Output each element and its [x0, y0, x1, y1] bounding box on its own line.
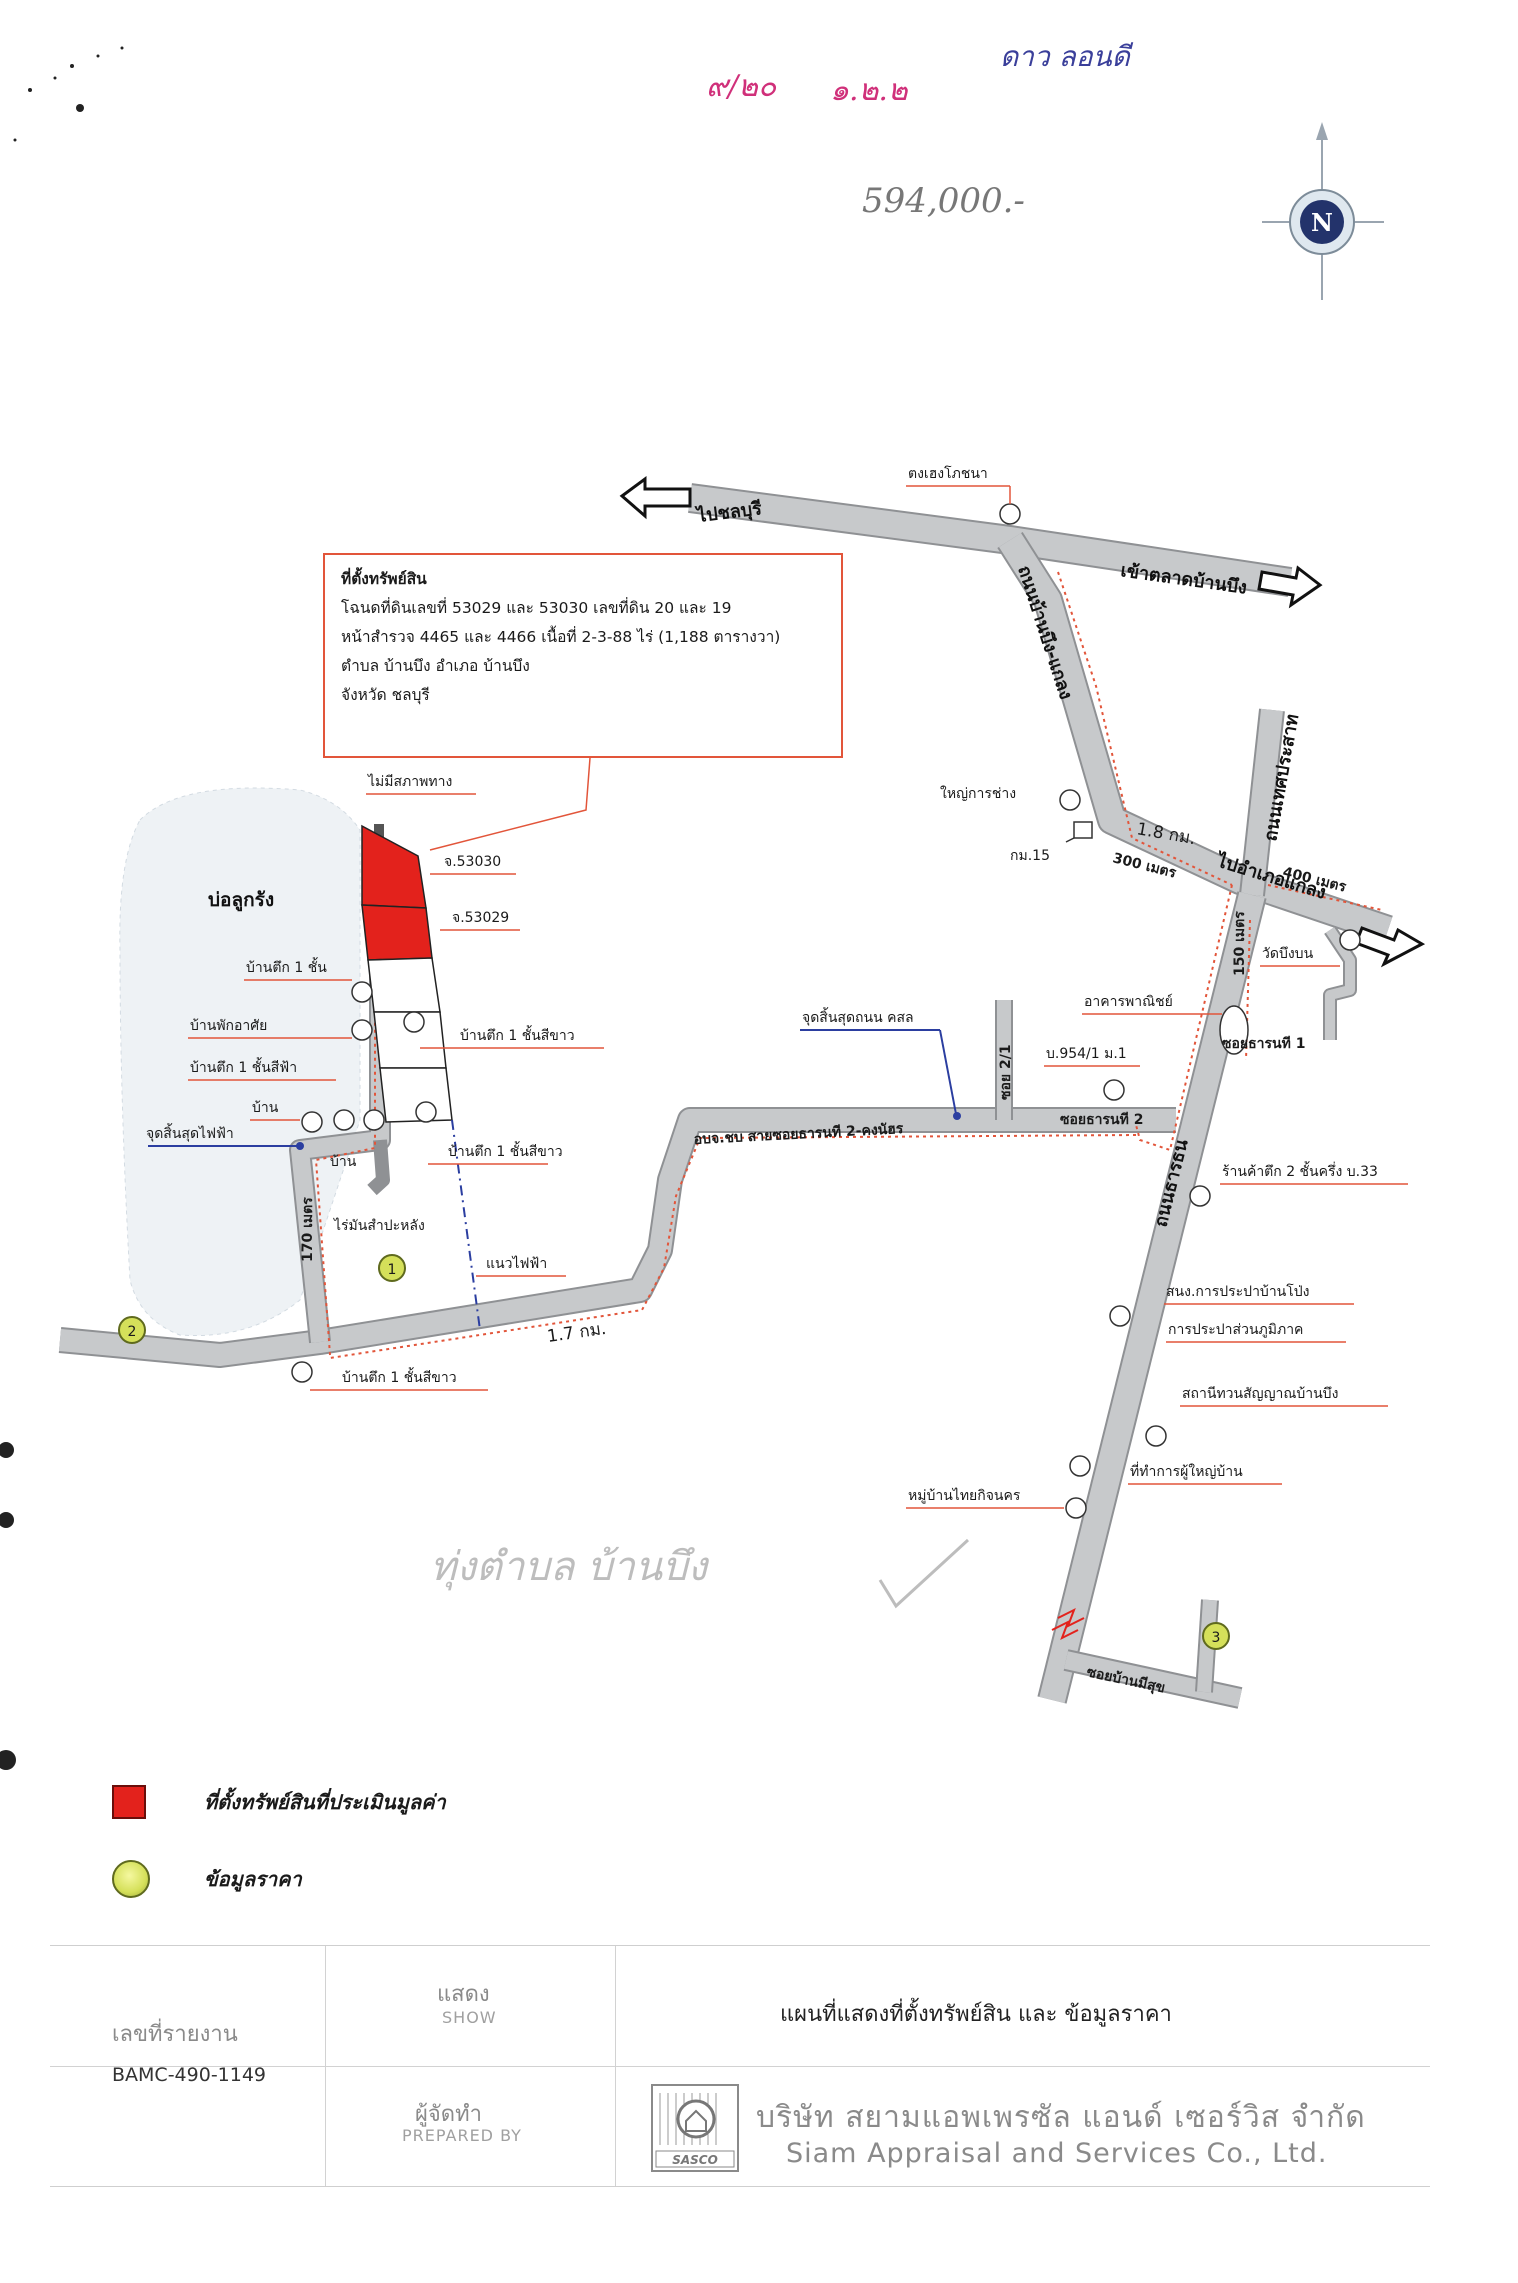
power-end-dot	[296, 1142, 304, 1150]
price-marker-2-label: 2	[128, 1324, 137, 1340]
label-village-head: ที่ทำการผู้ใหญ่บ้าน	[1130, 1462, 1243, 1480]
legend-price-label: ข้อมูลราคา	[204, 1867, 302, 1891]
prepared-label-th: ผู้จัดทำ	[415, 2102, 482, 2127]
handwritten-date: ๑.๒.๒	[830, 73, 908, 108]
prepared-label-en: PREPARED BY	[402, 2126, 522, 2145]
company-name-en: Siam Appraisal and Services Co., Ltd.	[786, 2138, 1328, 2169]
label-end-power: จุดสิ้นสุดไฟฟ้า	[146, 1123, 234, 1142]
label-house-b: บ้าน	[330, 1154, 357, 1170]
north-compass: N	[1262, 122, 1384, 300]
road-network	[58, 483, 1393, 1709]
price-marker-1-label: 1	[388, 1262, 397, 1278]
label-commercial: อาคารพาณิชย์	[1084, 993, 1173, 1010]
label-yai-kan-chang: ใหญ่การช่าง	[940, 785, 1016, 802]
company-name-th: บริษัท สยามแอพเพรซัล แอนด์ เซอร์วิส จำกั…	[756, 2100, 1366, 2135]
price-marker-3: 3	[1202, 1622, 1230, 1650]
info-box-line-3: ตำบล บ้านบึง อำเภอ บ้านบึง	[341, 657, 530, 675]
scan-specks	[0, 46, 124, 1770]
label-dormitory: บ้านพักอาศัย	[190, 1018, 267, 1034]
legend-price-swatch	[112, 1860, 150, 1898]
handwritten-name: ดาว ลอนดี	[1000, 40, 1134, 73]
label-deed-53030: จ.53030	[444, 854, 501, 870]
landmark-labels: ตงเฮงโภชนา ใหญ่การช่าง กม.15 ไม่มีสภาพทา…	[146, 465, 1408, 1509]
label-soi-tharathon-2: ซอยธารนที 2	[1060, 1112, 1143, 1128]
label-house-954: บ.954/1 ม.1	[1046, 1046, 1127, 1062]
info-box-line-4: จังหวัด ชลบุรี	[341, 686, 430, 704]
distance-150m: 150 เมตร	[1232, 911, 1248, 976]
label-pwa: การประปาส่วนภูมิภาค	[1168, 1322, 1303, 1338]
label-house-1-white-b: บ้านตึก 1 ชั้นสีขาว	[448, 1141, 563, 1160]
sasco-logo: SASCO	[651, 2084, 739, 2172]
concrete-end-dot	[953, 1112, 961, 1120]
handwritten-bottom-note: ทุ่งตำบล บ้านบึง	[430, 1544, 710, 1591]
label-house-1-white-a: บ้านตึก 1 ชั้นสีขาว	[460, 1025, 575, 1044]
label-no-road-access: ไม่มีสภาพทาง	[367, 773, 452, 790]
arrow-to-market	[1257, 565, 1323, 609]
info-box-line-2: หน้าสำรวจ 4465 และ 4466 เนื้อที่ 2-3-88 …	[341, 628, 781, 646]
label-waterworks: สนง.การประปาบ้านโป่ง	[1166, 1283, 1310, 1300]
info-box-line-1: โฉนดที่ดินเลขที่ 53029 และ 53030 เลขที่ด…	[341, 599, 732, 617]
info-box-leader	[429, 757, 591, 851]
label-pond: บ่อลูกรัง	[208, 889, 274, 912]
label-km15: กม.15	[1010, 848, 1050, 864]
arrow-to-chonburi	[619, 476, 692, 520]
label-cassava: ไร่มันสำปะหลัง	[333, 1217, 425, 1234]
report-no-label: เลขที่รายงาน	[112, 2022, 238, 2047]
parcel-53029	[361, 904, 433, 961]
power-line	[451, 1119, 481, 1331]
legend-property-swatch	[112, 1785, 146, 1819]
label-soi-2-1: ซอย 2/1	[998, 1044, 1014, 1100]
checkmark-icon	[878, 1538, 970, 1609]
distance-170m: 170 เมตร	[300, 1197, 316, 1262]
label-deed-53029: จ.53029	[452, 910, 509, 926]
show-value: แผนที่แสดงที่ตั้งทรัพย์สิน และ ข้อมูลราค…	[780, 2002, 1172, 2027]
label-tonghong: ตงเฮงโภชนา	[908, 465, 988, 482]
landmark-markers	[291, 503, 1361, 1519]
property-info-box: ที่ตั้งทรัพย์สิน โฉนดที่ดินเลขที่ 53029 …	[323, 553, 843, 758]
show-label-th: แสดง	[437, 1982, 490, 2007]
adjacent-plot-1	[367, 957, 441, 1013]
handwritten-price: 594,000.-	[862, 181, 1025, 221]
report-no: BAMC-490-1149	[112, 2064, 267, 2086]
report-footer: เลขที่รายงาน BAMC-490-1149 แสดง SHOW แผน…	[50, 1945, 1430, 2187]
label-shop: ร้านค้าตึก 2 ชั้นครึ่ง บ.33	[1222, 1161, 1378, 1180]
show-label-en: SHOW	[442, 2008, 497, 2027]
sasco-logo-text: SASCO	[672, 2153, 718, 2167]
price-marker-2: 2	[118, 1316, 146, 1344]
km15-marker	[1065, 821, 1093, 843]
legend-property-label: ที่ตั้งทรัพย์สินที่ประเมินมูลค่า	[204, 1790, 446, 1814]
arrow-to-klaeng	[1354, 926, 1426, 968]
parcel-53030	[361, 824, 427, 909]
legend-price-data: ข้อมูลราคา	[112, 1860, 302, 1898]
compass-n-letter: N	[1311, 208, 1333, 237]
label-house: บ้าน	[252, 1100, 279, 1116]
road-break-icon	[1051, 1607, 1085, 1641]
price-marker-1: 1	[378, 1254, 406, 1282]
price-marker-3-label: 3	[1212, 1630, 1221, 1646]
label-house-1-blue: บ้านตึก 1 ชั้นสีฟ้า	[190, 1057, 297, 1076]
label-house-1-white-c: บ้านตึก 1 ชั้นสีขาว	[342, 1367, 457, 1386]
label-power-line: แนวไฟฟ้า	[486, 1255, 547, 1272]
label-house-1-storey: บ้านตึก 1 ชั้น	[246, 957, 327, 976]
label-signal-station: สถานีทวนสัญญาณบ้านบึง	[1182, 1386, 1338, 1402]
label-soi-tharathon-1: ซอยธารนที 1	[1222, 1036, 1305, 1052]
label-wat: วัดบึงบน	[1262, 946, 1314, 962]
label-village-thai: หมู่บ้านไทยกิจนคร	[908, 1487, 1021, 1504]
label-end-concrete: จุดสิ้นสุดถนน คสล	[802, 1007, 914, 1026]
legend-property: ที่ตั้งทรัพย์สินที่ประเมินมูลค่า	[112, 1785, 446, 1819]
info-box-title: ที่ตั้งทรัพย์สิน	[341, 570, 427, 588]
route-lines	[314, 571, 1383, 1359]
handwritten-code: ๙/๒๐	[706, 69, 777, 104]
